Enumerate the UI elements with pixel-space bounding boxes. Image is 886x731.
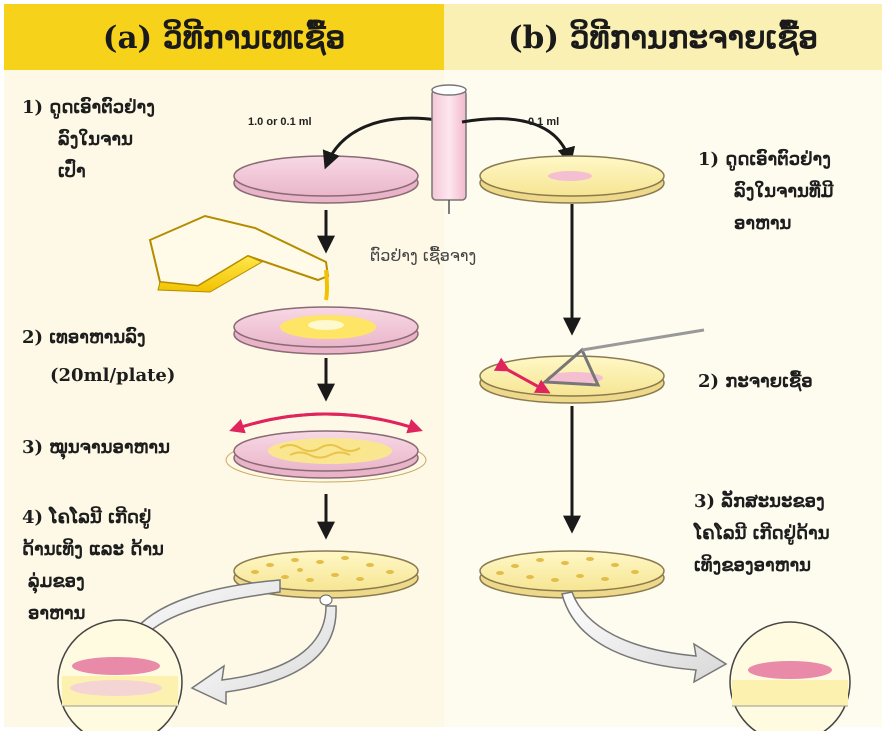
right-step1: 1) ດູດເອົາຕົວຢ່າງ ລົງໃນຈານທີ່ມີ ອາຫານ: [698, 144, 833, 240]
medium-poured-dish: [234, 307, 418, 354]
magnified-colony-right: [730, 622, 850, 731]
left-step1-line3: ເປົ່າ: [22, 156, 155, 188]
swirled-dish: [226, 414, 426, 482]
agar-dish-right: [480, 156, 664, 203]
right-step1-line1: 1) ດູດເອົາຕົວຢ່າງ: [698, 144, 833, 176]
left-step1: 1) ດູດເອົາຕົວຢ່າງ ລົງໃນຈານ ເປົ່າ: [22, 92, 155, 188]
zoom-arrow-left-b: [192, 606, 336, 704]
left-step4-line3: ລຸ່ມຂອງ: [22, 566, 164, 598]
zoom-arrow-right: [562, 592, 726, 682]
right-step3-line3: ເທິງຂອງອາຫານ: [694, 550, 830, 582]
left-step4-line1: 4) ໂຄໂລນີ ເກີດຢູ່: [22, 502, 164, 534]
left-step4-line2: ດ້ານເທິງ ແລະ ດ້ານ: [22, 534, 164, 566]
left-step2-line1: 2) ເທອາຫານລົງ: [22, 322, 175, 354]
right-step3-line1: 3) ລັກສະນະຂອງ: [694, 486, 830, 518]
test-tube-icon: [432, 85, 466, 214]
volume-label-right: 0.1 ml: [528, 116, 559, 128]
left-step3-line1: 3) ໝຸນຈານອາຫານ: [22, 432, 170, 464]
right-step1-line2: ລົງໃນຈານທີ່ມີ: [698, 176, 833, 208]
flask-icon: [150, 216, 328, 300]
colony-dish-left: [234, 551, 418, 605]
colony-dish-right: [480, 551, 664, 598]
left-step1-line1: 1) ດູດເອົາຕົວຢ່າງ: [22, 92, 155, 124]
right-step1-line3: ອາຫານ: [698, 208, 833, 240]
tube-caption: ຕົວຢ່າງ ເຊື້ອຈາງ: [370, 246, 476, 265]
right-step3: 3) ລັກສະນະຂອງ ໂຄໂລນີ ເກີດຢູ່ດ້ານ ເທິງຂອງ…: [694, 486, 830, 582]
magnified-colony-left: [58, 620, 182, 731]
right-step3-line2: ໂຄໂລນີ ເກີດຢູ່ດ້ານ: [694, 518, 830, 550]
left-step1-line2: ລົງໃນຈານ: [22, 124, 155, 156]
right-step2-line1: 2) ກະຈາຍເຊື້ອ: [698, 366, 813, 398]
left-step2: 2) ເທອາຫານລົງ (20ml/plate): [22, 322, 175, 392]
left-step4-line4: ອາຫານ: [22, 598, 164, 630]
volume-label-left: 1.0 or 0.1 ml: [248, 116, 312, 128]
right-step2: 2) ກະຈາຍເຊື້ອ: [698, 366, 813, 398]
left-step2-line2: (20ml/plate): [22, 360, 175, 392]
spread-dish: [480, 330, 704, 403]
left-step3: 3) ໝຸນຈານອາຫານ: [22, 432, 170, 464]
left-step4: 4) ໂຄໂລນີ ເກີດຢູ່ ດ້ານເທິງ ແລະ ດ້ານ ລຸ່ມ…: [22, 502, 164, 630]
